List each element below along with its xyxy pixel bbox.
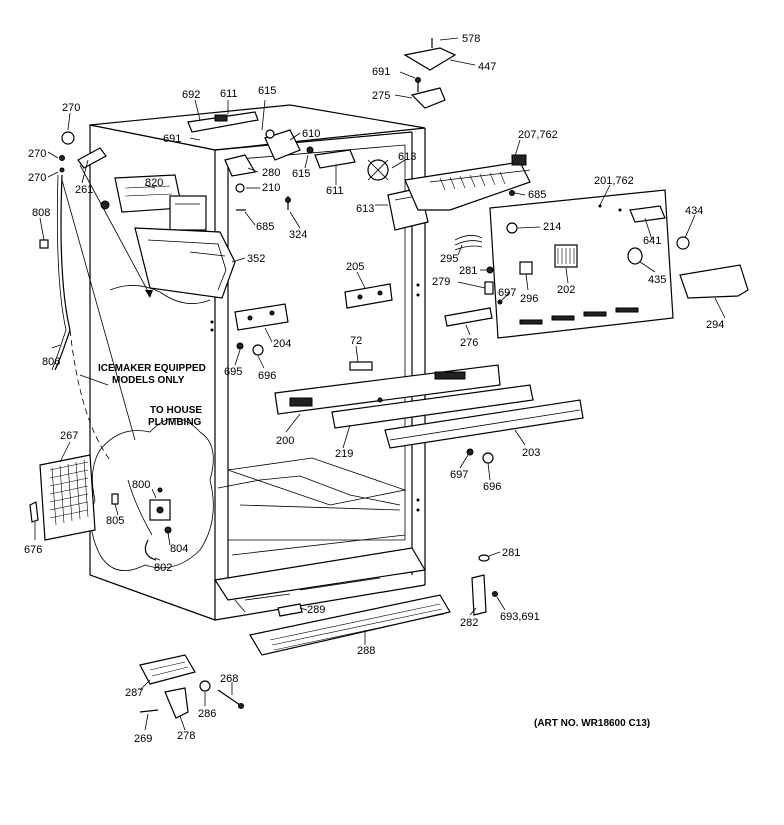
part-label-267: 267 xyxy=(60,430,78,442)
part-label-280: 280 xyxy=(262,167,280,179)
part-label-611: 611 xyxy=(220,88,238,100)
part-label-434: 434 xyxy=(685,205,703,217)
part-label-610: 610 xyxy=(302,128,320,140)
house-plumbing-note-line1: TO HOUSE xyxy=(150,405,202,416)
part-label-697: 697 xyxy=(498,287,516,299)
part-label-210: 210 xyxy=(262,182,280,194)
part-label-676: 676 xyxy=(24,544,42,556)
part-label-281: 281 xyxy=(502,547,520,559)
part-label-278: 278 xyxy=(177,730,195,742)
part-label-613: 613 xyxy=(356,203,374,215)
part-label-802: 802 xyxy=(154,562,172,574)
part-label-205: 205 xyxy=(346,261,364,273)
part-label-804: 804 xyxy=(170,543,188,555)
part-labels: 578 447 691 275 270 692 611 615 691 610 … xyxy=(24,33,724,745)
part-label-324: 324 xyxy=(289,229,307,241)
part-label-203: 203 xyxy=(522,447,540,459)
part-label-800: 800 xyxy=(132,479,150,491)
part-label-294: 294 xyxy=(706,319,724,331)
rear-grille-267 xyxy=(29,454,96,541)
center-brackets xyxy=(234,283,393,371)
top-hinge-assembly xyxy=(403,38,457,109)
part-label-295: 295 xyxy=(440,253,458,265)
part-label-696: 696 xyxy=(258,370,276,382)
part-label-685: 685 xyxy=(528,189,546,201)
part-label-275: 275 xyxy=(372,90,390,102)
part-label-214: 214 xyxy=(543,221,561,233)
art-number: (ART NO. WR18600 C13) xyxy=(534,718,650,729)
part-label-615: 615 xyxy=(292,168,310,180)
part-label-276: 276 xyxy=(460,337,478,349)
bottom-parts xyxy=(139,554,498,719)
leader-lines xyxy=(34,37,726,731)
cabinet-body xyxy=(89,104,426,621)
part-label-287: 287 xyxy=(125,687,143,699)
part-label-270: 270 xyxy=(28,172,46,184)
part-label-269: 269 xyxy=(134,733,152,745)
icemaker-cloud-region xyxy=(61,164,214,572)
part-label-219: 219 xyxy=(335,448,353,460)
part-label-808: 808 xyxy=(32,207,50,219)
part-label-261: 261 xyxy=(75,184,93,196)
part-label-578: 578 xyxy=(462,33,480,45)
part-label-207-762: 207,762 xyxy=(518,129,558,141)
part-label-805: 805 xyxy=(106,515,124,527)
part-label-72: 72 xyxy=(350,335,362,347)
part-label-204: 204 xyxy=(273,338,291,350)
part-label-696: 696 xyxy=(483,481,501,493)
part-label-289: 289 xyxy=(307,604,325,616)
part-label-447: 447 xyxy=(478,61,496,73)
mullion-assembly xyxy=(274,364,584,464)
part-label-281: 281 xyxy=(459,265,477,277)
part-label-820: 820 xyxy=(145,177,163,189)
part-label-685: 685 xyxy=(256,221,274,233)
part-label-352: 352 xyxy=(247,253,265,265)
part-label-695: 695 xyxy=(224,366,242,378)
part-label-691: 691 xyxy=(163,133,181,145)
part-label-201-762: 201,762 xyxy=(594,175,634,187)
water-line-assembly xyxy=(39,131,111,461)
part-label-270: 270 xyxy=(62,102,80,114)
part-label-286: 286 xyxy=(198,708,216,720)
part-label-691: 691 xyxy=(372,66,390,78)
icemaker-note-line1: ICEMAKER EQUIPPED xyxy=(98,363,206,374)
part-label-692: 692 xyxy=(182,89,200,101)
part-label-202: 202 xyxy=(557,284,575,296)
house-plumbing-note-line2: PLUMBING xyxy=(148,417,202,428)
part-label-435: 435 xyxy=(648,274,666,286)
part-label-200: 200 xyxy=(276,435,294,447)
part-label-270: 270 xyxy=(28,148,46,160)
part-label-611: 611 xyxy=(326,185,344,197)
icemaker-assembly xyxy=(100,174,236,299)
top-components xyxy=(187,111,531,231)
part-label-268: 268 xyxy=(220,673,238,685)
part-label-296: 296 xyxy=(520,293,538,305)
diagram-notes: ICEMAKER EQUIPPED MODELS ONLY TO HOUSE P… xyxy=(98,363,650,729)
part-label-806: 806 xyxy=(42,356,60,368)
part-label-288: 288 xyxy=(357,645,375,657)
part-label-697: 697 xyxy=(450,469,468,481)
part-label-282: 282 xyxy=(460,617,478,629)
part-label-279: 279 xyxy=(432,276,450,288)
part-label-613: 613 xyxy=(398,151,416,163)
part-label-615: 615 xyxy=(258,85,276,97)
part-label-641: 641 xyxy=(643,235,661,247)
icemaker-note-line2: MODELS ONLY xyxy=(112,375,185,386)
part-label-693-691: 693,691 xyxy=(500,611,540,623)
